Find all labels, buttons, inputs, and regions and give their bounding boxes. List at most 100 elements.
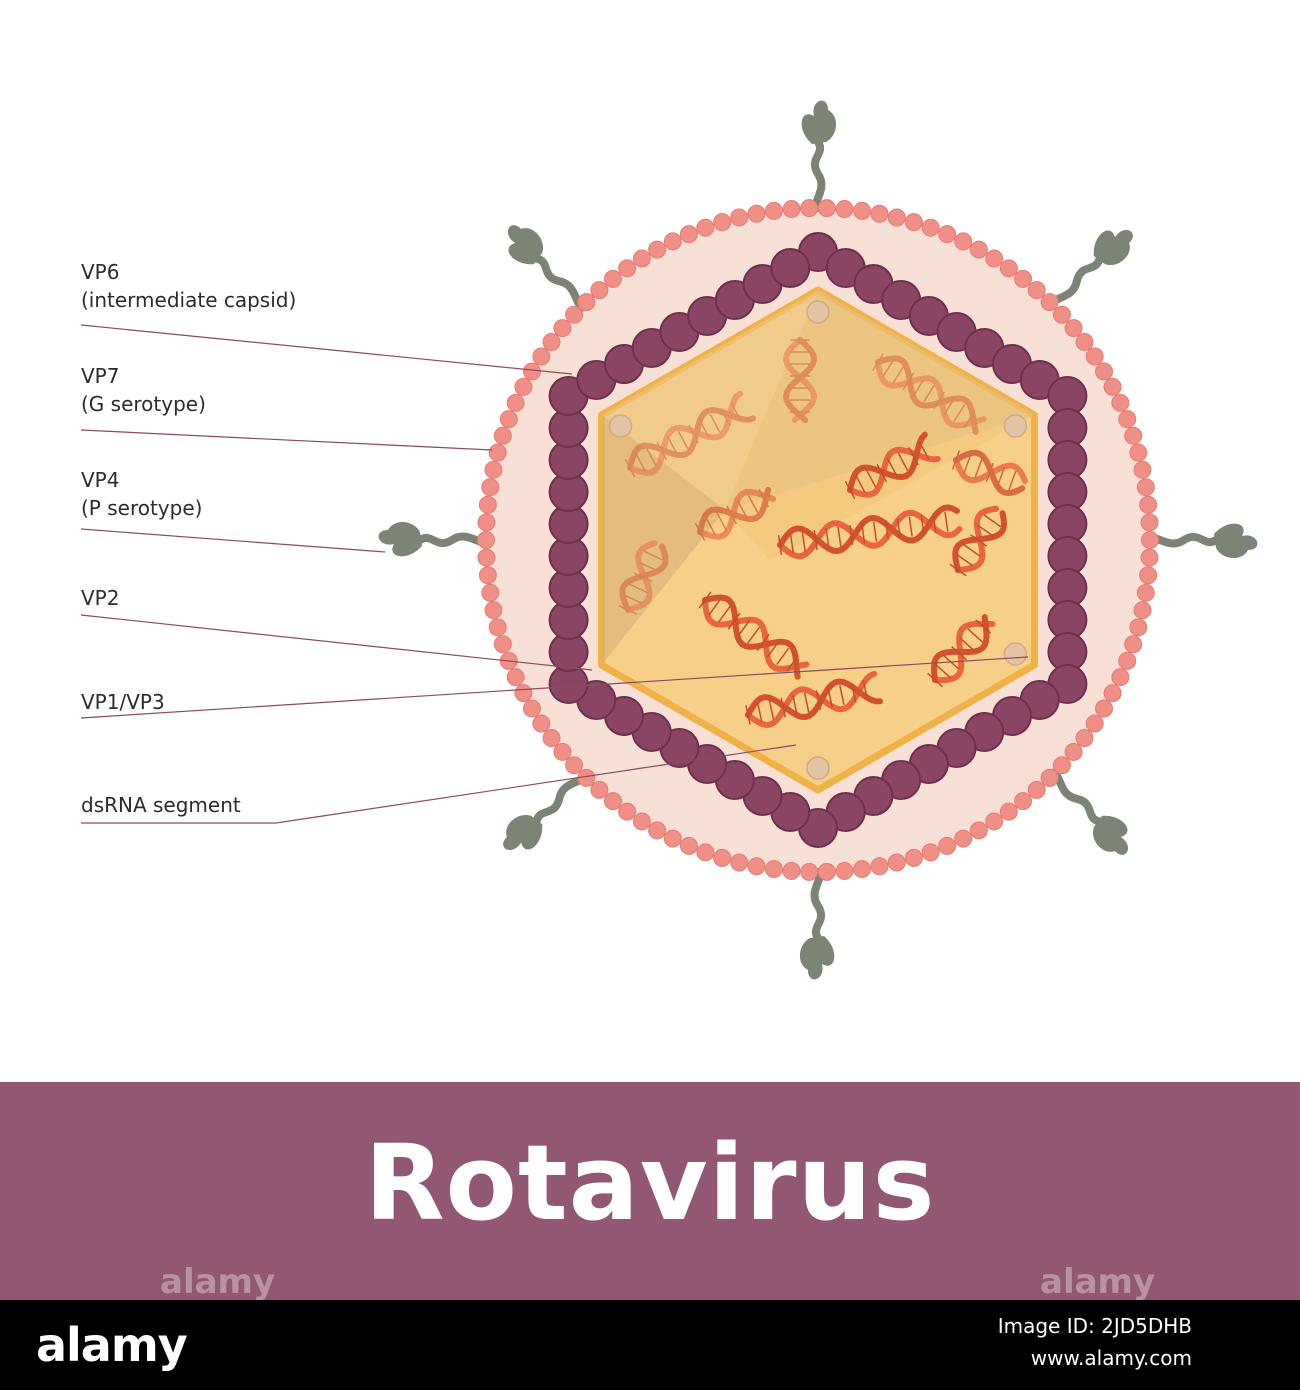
vp7-bead — [747, 857, 766, 876]
vp7-bead — [1040, 768, 1059, 787]
footer-image-id: Image ID: 2JD5DHB — [997, 1314, 1192, 1338]
vp7-bead — [1111, 668, 1130, 687]
vp7-bead — [1136, 583, 1155, 602]
vp7-bead — [904, 848, 923, 867]
vp7-bead — [938, 836, 957, 855]
vp7-bead — [853, 860, 872, 879]
vp7-bead — [1075, 728, 1094, 747]
vp7-bead — [1064, 319, 1083, 338]
vp7-bead — [514, 684, 533, 703]
vp7-bead — [499, 410, 518, 429]
page-title: Rotavirus — [364, 1122, 936, 1244]
label-dsrna: dsRNA segment — [81, 793, 241, 817]
vp7-bead — [484, 460, 503, 479]
dsrna-helix — [927, 614, 996, 688]
vp7-bead — [730, 853, 749, 872]
vp7-bead — [1133, 601, 1152, 620]
vp6-bead — [770, 248, 811, 288]
vp7-bead — [887, 208, 906, 227]
vp7-bead — [1095, 699, 1114, 718]
vp1-vp3-knob — [608, 414, 633, 438]
vp7-bead — [1140, 513, 1159, 532]
label-vp4-name: VP4 — [81, 468, 120, 492]
label-vp7: VP7 (G serotype) — [81, 362, 206, 418]
label-vp6-name: VP6 — [81, 260, 120, 284]
vp7-bead — [1064, 742, 1083, 761]
vp7-bead — [985, 812, 1004, 831]
vp7-bead — [1136, 478, 1155, 497]
vp7-bead — [1027, 281, 1046, 300]
vp7-bead — [904, 213, 923, 232]
vp7-bead — [817, 862, 836, 881]
dsrna-helix — [777, 504, 963, 560]
vp7-bead — [887, 853, 906, 872]
vp7-bead — [532, 714, 551, 733]
vp7-bead — [679, 225, 698, 244]
vp7-bead — [1103, 684, 1122, 703]
vp7-bead — [713, 848, 732, 867]
label-vp7-name: VP7 — [81, 364, 120, 388]
vp7-bead — [1027, 780, 1046, 799]
vp7-bead — [590, 281, 609, 300]
vp7-bead — [870, 204, 889, 223]
footer-logo: alamy — [36, 1318, 188, 1372]
vp7-bead — [954, 829, 973, 848]
label-vp4-desc: (P serotype) — [81, 496, 203, 520]
vp1-vp3-knob — [806, 756, 830, 780]
leader-line — [80, 528, 386, 553]
dsrna-helix — [694, 486, 777, 542]
vp7-bead — [1103, 377, 1122, 396]
dsrna-helix — [624, 390, 757, 478]
vp7-bead — [764, 860, 783, 879]
vp7-bead — [1014, 269, 1033, 288]
watermark-right: alamy — [1040, 1262, 1156, 1302]
vp7-bead — [1140, 548, 1159, 567]
vp7-bead — [835, 861, 854, 880]
vp7-bead — [800, 862, 819, 881]
vp7-bead — [481, 583, 500, 602]
leader-line — [80, 656, 1029, 719]
rotavirus-diagram — [80, 100, 1258, 980]
dsrna-helix — [618, 540, 669, 615]
vp7-bead — [590, 780, 609, 799]
vp7-bead — [1139, 566, 1158, 585]
vp7-bead — [532, 347, 551, 366]
label-vp1-vp3: VP1/VP3 — [81, 690, 165, 714]
label-vp6-desc: (intermediate capsid) — [81, 288, 297, 312]
vp7-bead — [1141, 531, 1159, 549]
leader-line — [80, 429, 493, 451]
label-vp6: VP6 (intermediate capsid) — [81, 258, 296, 314]
core-face — [725, 290, 1035, 510]
vp7-bead — [603, 792, 622, 811]
vp7-bead — [1139, 495, 1158, 514]
vp7-bead — [969, 240, 988, 259]
vp7-bead — [679, 836, 698, 855]
vp7-bead — [506, 393, 525, 412]
vp7-bead — [522, 362, 541, 381]
vp7-bead — [553, 319, 572, 338]
vp7-bead — [1095, 362, 1114, 381]
vp7-bead — [800, 199, 819, 218]
vp7-bead — [663, 829, 682, 848]
vp7-bead — [853, 201, 872, 220]
vp7-bead — [817, 199, 836, 218]
vp7-bead — [542, 728, 561, 747]
vp1-vp3-knob — [1003, 414, 1028, 438]
vp7-bead — [999, 802, 1018, 821]
vp7-bead — [999, 259, 1018, 278]
dsrna-helix — [782, 337, 818, 423]
vp7-bead — [488, 618, 507, 637]
vp7-bead — [835, 200, 854, 219]
label-vp2: VP2 — [81, 586, 120, 610]
vp7-bead — [632, 249, 651, 268]
vp7-bead — [1124, 635, 1143, 654]
vp7-bead — [481, 478, 500, 497]
vp7-bead — [1129, 618, 1148, 637]
leader-line — [80, 324, 573, 375]
vp7-bead — [565, 756, 584, 775]
vp1-vp3-knob — [1003, 642, 1028, 666]
vp7-bead — [730, 208, 749, 227]
vp7-bead — [696, 843, 715, 862]
dsrna-helix — [951, 449, 1028, 497]
vp7-bead — [565, 305, 584, 324]
